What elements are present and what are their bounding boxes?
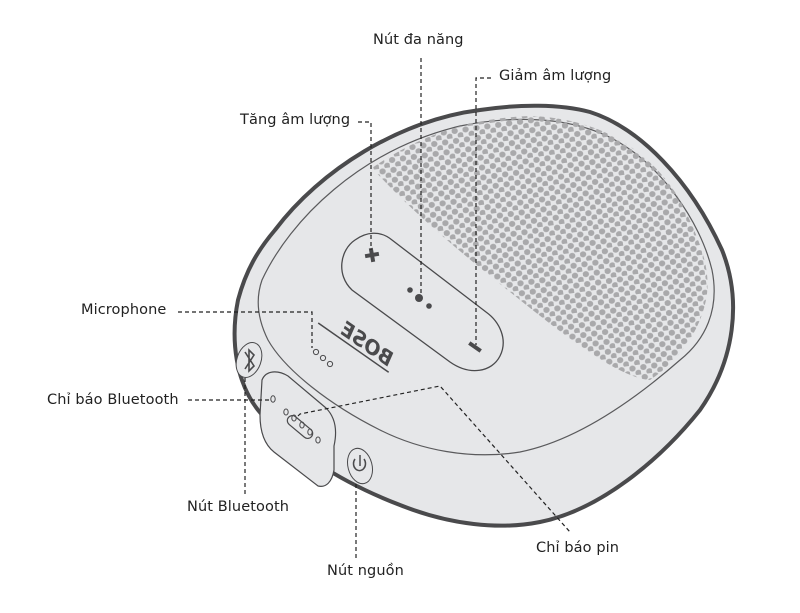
label-volume-up: Tăng âm lượng [240, 112, 351, 128]
microphone [312, 348, 334, 368]
volume-down-button[interactable] [468, 341, 482, 353]
label-power-button: Nút nguồn [327, 563, 404, 579]
label-bluetooth-button: Nút Bluetooth [187, 499, 290, 515]
label-bluetooth-indicator: Chỉ báo Bluetooth [47, 392, 179, 408]
bluetooth-icon [244, 348, 256, 373]
port-panel [259, 371, 337, 487]
label-microphone: Microphone [81, 302, 167, 318]
multifunction-button[interactable] [407, 287, 432, 309]
bluetooth-button[interactable] [232, 339, 267, 381]
label-multifunction-button: Nút đa năng [373, 32, 464, 48]
power-button[interactable] [344, 446, 376, 487]
volume-up-button[interactable] [364, 247, 380, 263]
battery-indicator-lights [283, 408, 321, 444]
minus-icon [468, 341, 482, 353]
bluetooth-indicator-light [270, 395, 276, 403]
label-battery-indicator: Chỉ báo pin [536, 540, 620, 556]
leader-lines [178, 58, 571, 560]
control-panel [341, 232, 504, 372]
label-volume-down: Giảm âm lượng [499, 68, 612, 84]
power-icon [352, 455, 367, 472]
three-dots-icon [407, 287, 432, 309]
usb-port [286, 414, 314, 440]
plus-icon [364, 247, 380, 263]
